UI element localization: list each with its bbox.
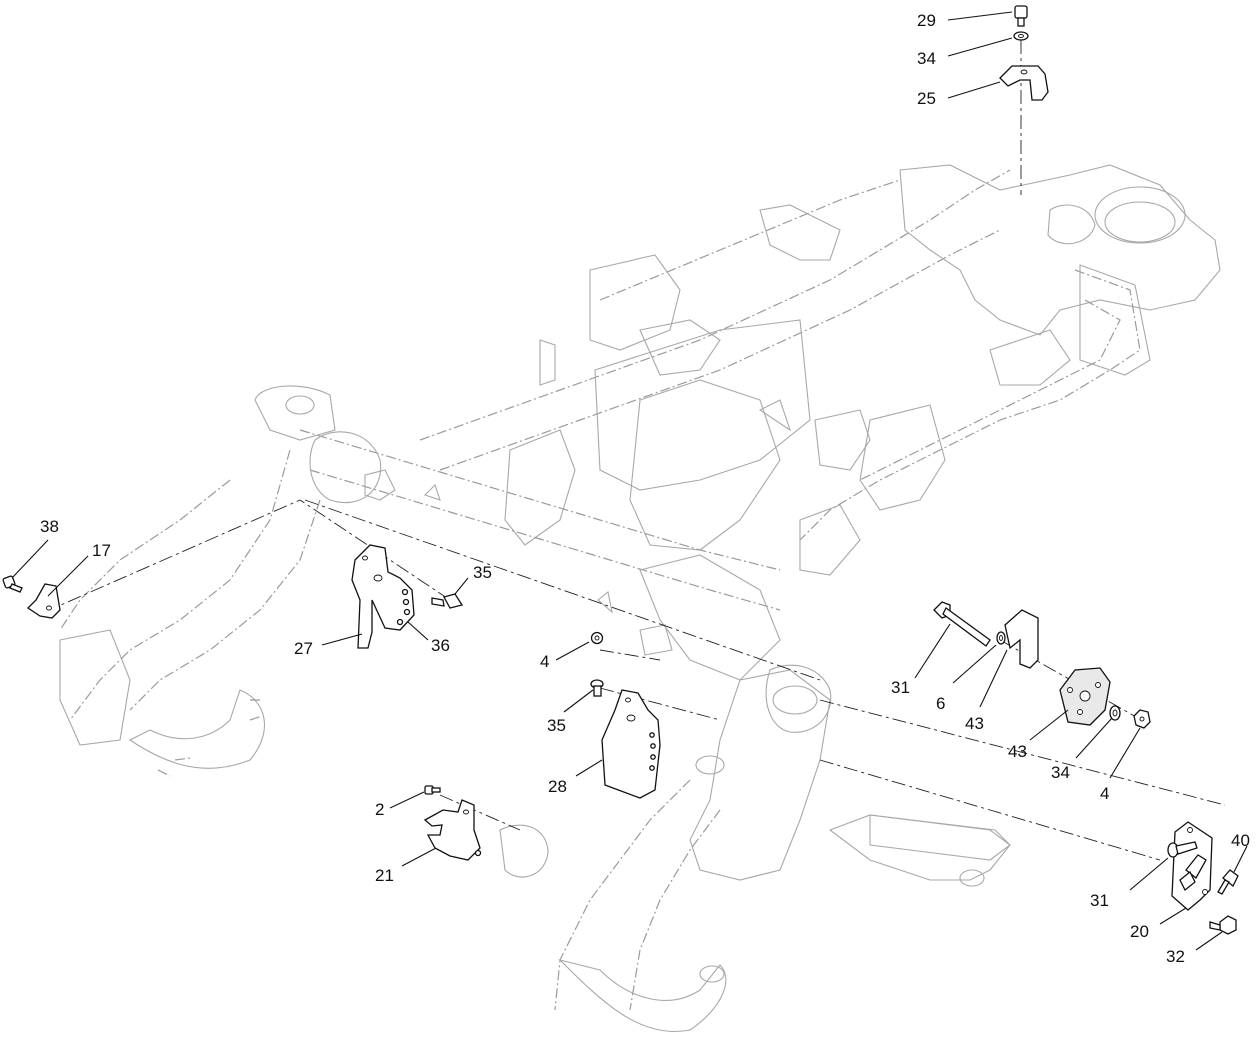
callout-4-left: 4: [540, 652, 549, 671]
part-43-block: [1059, 667, 1111, 726]
callout-20: 20: [1130, 922, 1149, 941]
callout-27: 27: [294, 639, 313, 658]
callout-34-top: 34: [917, 49, 936, 68]
callout-34-right: 34: [1051, 763, 1070, 782]
callout-31-lower: 31: [1090, 891, 1109, 910]
part-34-washer-right: [1109, 705, 1121, 721]
part-35-bolt-lower: [590, 679, 604, 697]
part-29-bolt: [1014, 5, 1028, 27]
leader-lines: [11, 11, 1248, 951]
callout-31-upper: 31: [891, 678, 910, 697]
part-6-washer: [996, 631, 1006, 645]
callout-35-lower: 35: [547, 716, 566, 735]
callout-36: 36: [431, 636, 450, 655]
callout-29-top: 29: [917, 11, 936, 30]
part-32-bolt: [1209, 915, 1237, 935]
part-27-bracket: [351, 544, 415, 649]
callout-43-block: 43: [1008, 742, 1027, 761]
callout-32: 32: [1166, 947, 1185, 966]
part-20-plate: [1171, 821, 1213, 911]
part-31-bolt-lower: [1167, 841, 1198, 858]
callout-25: 25: [917, 89, 936, 108]
callout-4-right: 4: [1100, 784, 1109, 803]
callout-6: 6: [936, 694, 945, 713]
part-25-bracket: [999, 65, 1049, 101]
callout-2: 2: [375, 800, 384, 819]
part-2-bolt: [424, 785, 441, 795]
callout-17: 17: [92, 541, 111, 560]
callout-35-upper: 35: [473, 563, 492, 582]
part-21-bracket: [423, 799, 482, 861]
part-28-bracket: [601, 689, 661, 799]
part-36-clips: [396, 588, 411, 626]
callout-28: 28: [548, 777, 567, 796]
part-38-bolt: [2, 575, 23, 593]
part-43-spacer: [1004, 609, 1039, 669]
callout-numbers: 29 34 25 38 17 35 27 36 4 31 6 43 35 43 …: [40, 11, 1250, 966]
part-40-screw: [1217, 869, 1239, 895]
part-4-nut-left: [590, 631, 604, 645]
part-35-bolt-upper: [431, 593, 464, 609]
part-34-washer: [1013, 31, 1029, 41]
callout-21: 21: [375, 866, 394, 885]
callout-40: 40: [1231, 831, 1250, 850]
frame-ghost-outline: [59, 164, 1221, 1032]
part-4-nut-right: [1133, 709, 1151, 729]
callout-43-spacer: 43: [965, 714, 984, 733]
part-31-bolt-upper: [933, 601, 991, 647]
callout-38: 38: [40, 517, 59, 536]
